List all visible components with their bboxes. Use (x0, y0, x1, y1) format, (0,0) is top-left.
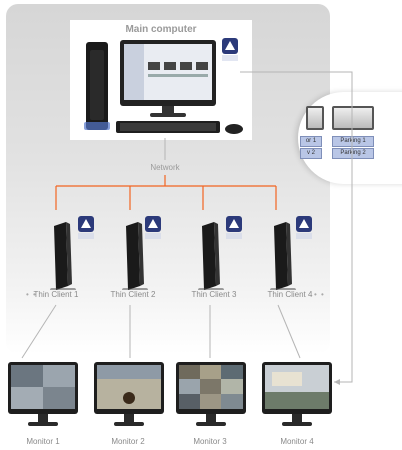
thin-client-4-label: Thin Client 4 (267, 290, 313, 299)
monitors-graphics (8, 362, 332, 426)
zoom-screen-left (306, 106, 324, 130)
main-computer-illustration (84, 38, 243, 134)
thin-client-3 (198, 222, 224, 290)
monitor-2 (94, 362, 164, 426)
software-badge-tc4 (296, 216, 312, 239)
monitor-3 (176, 362, 246, 426)
software-badge-tc3 (226, 216, 242, 239)
thin-client-2 (122, 222, 148, 290)
monitor-4-label: Monitor 4 (280, 437, 314, 446)
zoom-tag: v 2 (300, 148, 322, 159)
thin-clients-graphics (50, 216, 312, 290)
thin-client-4 (270, 222, 296, 290)
monitor-1 (8, 362, 78, 426)
zoom-screen-right (332, 106, 374, 130)
thin-client-1 (50, 222, 76, 290)
monitor-1-label: Monitor 1 (26, 437, 60, 446)
main-computer-title: Main computer (125, 24, 197, 35)
software-badge-tc2 (145, 216, 161, 239)
software-badge-tc1 (78, 216, 94, 239)
monitor-4 (262, 362, 332, 426)
software-badge-main (222, 38, 238, 61)
thin-client-2-label: Thin Client 2 (110, 290, 156, 299)
network-label: Network (150, 163, 180, 172)
zoom-tag: Parking 1 (332, 136, 374, 147)
thin-client-3-label: Thin Client 3 (191, 290, 237, 299)
arrow-to-monitor4 (334, 379, 340, 385)
monitor-2-label: Monitor 2 (111, 437, 145, 446)
zoom-callout: or 1 v 2 Parking 1 Parking 2 (298, 92, 402, 184)
zoom-tag: or 1 (300, 136, 322, 147)
dots-left: • • (26, 290, 37, 299)
thin-client-1-label: Thin Client 1 (33, 290, 79, 299)
dots-right: • • (314, 290, 325, 299)
mouse (225, 124, 243, 134)
zoom-tag: Parking 2 (332, 148, 374, 159)
monitor-3-label: Monitor 3 (193, 437, 227, 446)
